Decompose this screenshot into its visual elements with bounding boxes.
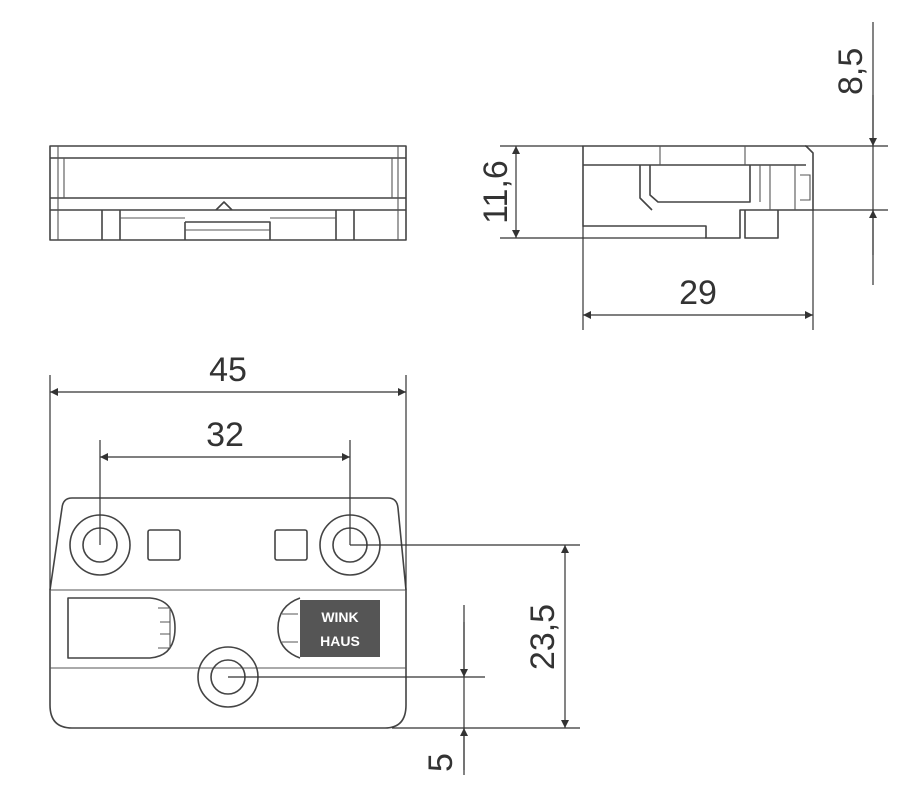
label-top-height: 8,5: [832, 48, 870, 95]
label-side-depth: 29: [679, 274, 717, 312]
top-view: WINK HAUS: [49, 497, 407, 729]
dim-hole-offset: 23,5: [350, 544, 580, 729]
label-side-height: 11,6: [477, 160, 515, 224]
label-hole-offset: 23,5: [524, 604, 562, 670]
dim-hole-spacing: 32: [99, 416, 351, 545]
winkhaus-logo: WINK HAUS: [300, 600, 380, 657]
label-bottom-offset: 5: [422, 753, 460, 772]
dim-side-depth: 29: [582, 210, 814, 330]
square-slot-left: [147, 529, 181, 561]
logo-line-1: WINK: [321, 609, 358, 625]
side-view: [582, 145, 814, 239]
dim-overall-width: 45: [49, 351, 407, 590]
logo-line-2: HAUS: [320, 633, 360, 649]
square-slot-right: [274, 529, 308, 561]
dim-side-height: 11,6: [477, 145, 706, 239]
dim-top-height: 8,5: [805, 22, 888, 285]
dim-bottom-offset: 5: [228, 605, 485, 775]
label-hole-spacing: 32: [206, 416, 244, 454]
label-overall-width: 45: [209, 351, 247, 389]
front-view: [49, 145, 407, 241]
